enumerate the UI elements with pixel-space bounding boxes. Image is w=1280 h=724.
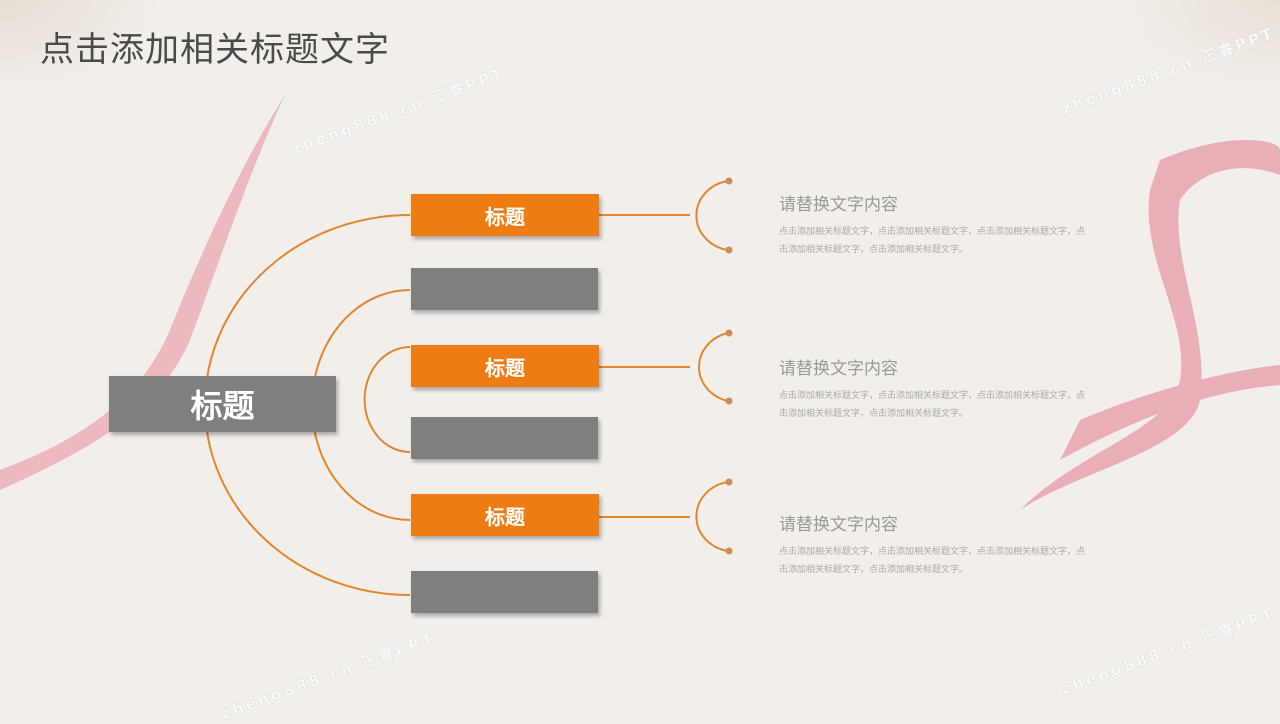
branch-node-2[interactable]: 标题 <box>411 345 599 387</box>
text-block-body[interactable]: 点击添加相关标题文字，点击添加相关标题文字，点击添加相关标题文字，点击添加相关标… <box>779 227 1086 255</box>
connector-lines <box>204 180 729 596</box>
text-block-body[interactable]: 点击添加相关标题文字，点击添加相关标题文字，点击添加相关标题文字，点击添加相关标… <box>779 391 1086 419</box>
inner-arc <box>363 346 411 453</box>
text-block-heading[interactable]: 请替换文字内容 <box>779 359 898 379</box>
text-block-3: 请替换文字内容 点击添加相关标题文字，点击添加相关标题文字，点击添加相关标题文字… <box>779 510 1089 579</box>
text-block-1: 请替换文字内容 点击添加相关标题文字，点击添加相关标题文字，点击添加相关标题文字… <box>779 190 1089 259</box>
branch-node-3[interactable]: 标题 <box>411 494 599 536</box>
bracket-3 <box>695 481 729 552</box>
text-block-heading[interactable]: 请替换文字内容 <box>779 515 898 535</box>
bracket-1 <box>695 180 729 251</box>
ribbon-right <box>1020 140 1280 510</box>
bracket-2 <box>698 332 729 402</box>
gray-node-2[interactable] <box>411 417 598 459</box>
text-block-heading[interactable]: 请替换文字内容 <box>779 195 898 215</box>
branch-node-1[interactable]: 标题 <box>411 194 599 236</box>
gray-node-3[interactable] <box>411 571 598 613</box>
slide-title[interactable]: 点击添加相关标题文字 <box>40 30 390 70</box>
center-node[interactable]: 标题 <box>109 376 336 432</box>
bracket-end-dots <box>725 177 733 555</box>
text-block-body[interactable]: 点击添加相关标题文字，点击添加相关标题文字，点击添加相关标题文字，点击添加相关标… <box>779 547 1086 575</box>
gray-node-1[interactable] <box>411 268 598 310</box>
text-block-2: 请替换文字内容 点击添加相关标题文字，点击添加相关标题文字，点击添加相关标题文字… <box>779 354 1089 423</box>
